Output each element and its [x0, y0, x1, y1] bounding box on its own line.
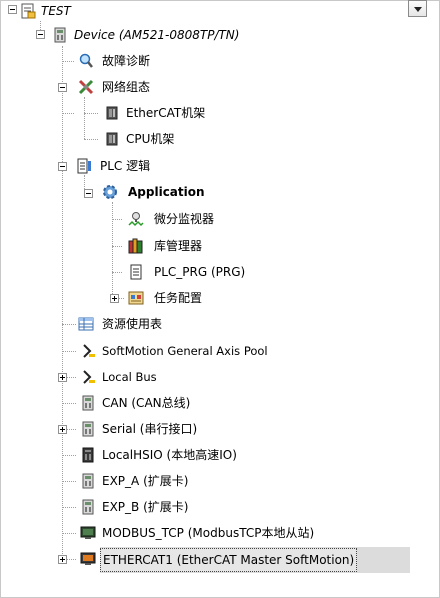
module-icon — [80, 421, 96, 437]
tree-item-label: 故障诊断 — [102, 54, 151, 68]
tree-item-local-hsio[interactable]: LocalHSIO (本地高速IO) — [0, 444, 400, 466]
tree-item-label: LocalHSIO (本地高速IO) — [102, 448, 237, 462]
tree-item-resource-table[interactable]: 资源使用表 — [0, 313, 400, 335]
collapse-toggle[interactable] — [84, 189, 93, 198]
tree-item-label: Application — [128, 185, 205, 199]
tree-item-axis-pool[interactable]: SoftMotion General Axis Pool — [0, 340, 400, 362]
plc-logic-icon — [76, 158, 92, 174]
modbus-monitor-icon — [80, 525, 96, 541]
tree-item-exp-b[interactable]: EXP_B (扩展卡) — [0, 496, 400, 518]
expand-toggle[interactable] — [110, 294, 119, 303]
ethercat-master-icon — [80, 551, 96, 567]
tree-item-label: EtherCAT机架 — [126, 106, 206, 120]
tree-item-ethercat-rack[interactable]: EtherCAT机架 — [0, 102, 400, 124]
tree-item-local-bus[interactable]: Local Bus — [0, 366, 400, 388]
monitor-icon — [128, 211, 144, 227]
tree-item-label: ETHERCAT1 (EtherCAT Master SoftMotion) — [100, 548, 358, 572]
expand-toggle[interactable] — [58, 555, 67, 564]
magnifier-icon — [78, 53, 94, 69]
tree-item-label: Device (AM521-0808TP/TN) — [74, 28, 240, 42]
device-icon — [52, 27, 68, 43]
tree-item-network-config[interactable]: 网络组态 — [0, 76, 400, 98]
tree-item-trace-monitor[interactable]: 微分监视器 — [0, 208, 400, 230]
tree-item-label: PLC 逻辑 — [100, 159, 151, 173]
tree-item-plc-logic[interactable]: PLC 逻辑 — [0, 155, 400, 177]
axis-pool-icon — [80, 343, 96, 359]
tree-item-label: SoftMotion General Axis Pool — [102, 344, 268, 358]
panel-menu-dropdown-button[interactable] — [408, 0, 427, 17]
tree-item-task-config[interactable]: 任务配置 — [0, 287, 400, 309]
tree-item-test[interactable]: TEST — [0, 0, 400, 22]
tree-item-application[interactable]: Application — [0, 181, 400, 203]
tree-item-plc-prg[interactable]: PLC_PRG (PRG) — [0, 261, 400, 283]
tree-item-label: Serial (串行接口) — [102, 422, 198, 436]
collapse-toggle[interactable] — [58, 83, 67, 92]
tree-item-library-manager[interactable]: 库管理器 — [0, 235, 400, 257]
tree-item-exp-a[interactable]: EXP_A (扩展卡) — [0, 470, 400, 492]
module-icon — [80, 473, 96, 489]
application-gear-icon — [102, 184, 118, 200]
module-icon — [80, 395, 96, 411]
network-config-icon — [78, 79, 94, 95]
module-icon — [80, 499, 96, 515]
program-document-icon — [128, 264, 144, 280]
tree-item-label: TEST — [41, 4, 71, 18]
expand-toggle[interactable] — [58, 373, 67, 382]
tree-item-can[interactable]: CAN (CAN总线) — [0, 392, 400, 414]
tree-item-label: 网络组态 — [102, 80, 151, 94]
expand-toggle[interactable] — [58, 425, 67, 434]
tree-item-label: 资源使用表 — [102, 317, 163, 331]
tree-item-serial[interactable]: Serial (串行接口) — [0, 418, 400, 440]
collapse-toggle[interactable] — [58, 162, 67, 171]
tree-item-diagnosis[interactable]: 故障诊断 — [0, 50, 400, 72]
tree-item-device[interactable]: Device (AM521-0808TP/TN) — [0, 24, 400, 46]
task-config-icon — [128, 290, 144, 306]
tree-item-modbus-tcp[interactable]: MODBUS_TCP (ModbusTCP本地从站) — [0, 522, 400, 544]
tree-item-label: 微分监视器 — [154, 212, 215, 226]
tree-item-label: 库管理器 — [154, 239, 203, 253]
tree-item-label: CPU机架 — [126, 132, 175, 146]
project-icon — [20, 3, 36, 19]
io-module-icon — [80, 447, 96, 463]
tree-item-label: PLC_PRG (PRG) — [154, 265, 246, 279]
tree-item-label: EXP_B (扩展卡) — [102, 500, 189, 514]
bus-icon — [80, 369, 96, 385]
tree-item-cpu-rack[interactable]: CPU机架 — [0, 128, 400, 150]
tree-item-label: 任务配置 — [154, 291, 203, 305]
collapse-toggle[interactable] — [8, 5, 17, 14]
table-icon — [78, 316, 94, 332]
rack-icon — [104, 131, 120, 147]
rack-icon — [104, 105, 120, 121]
library-books-icon — [128, 238, 144, 254]
tree-item-label: EXP_A (扩展卡) — [102, 474, 189, 488]
tree-item-label: CAN (CAN总线) — [102, 396, 191, 410]
collapse-toggle[interactable] — [36, 30, 45, 39]
tree-item-label: MODBUS_TCP (ModbusTCP本地从站) — [102, 526, 315, 540]
tree-item-ethercat1[interactable]: ETHERCAT1 (EtherCAT Master SoftMotion) — [0, 548, 410, 572]
tree-item-label: Local Bus — [102, 370, 157, 384]
